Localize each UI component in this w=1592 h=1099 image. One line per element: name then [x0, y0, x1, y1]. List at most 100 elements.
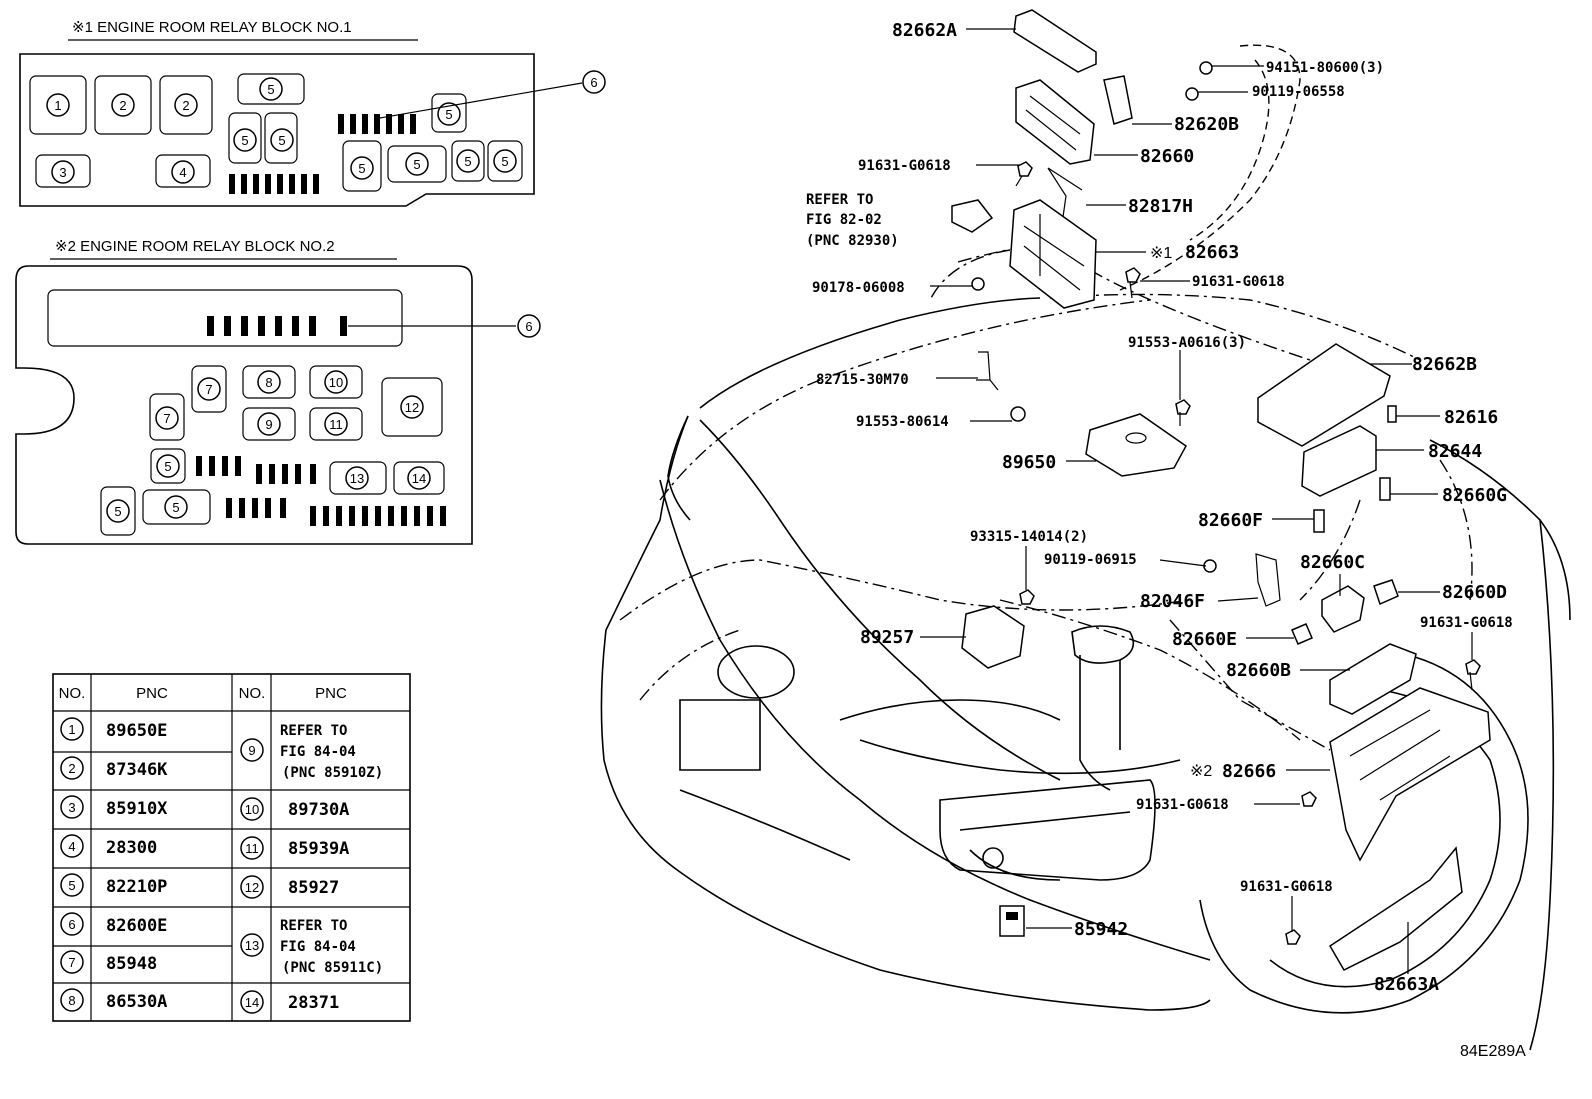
panel2-slot-8: 13	[345, 466, 369, 490]
table-right-no-4-text: 13	[245, 938, 259, 953]
table-left-no-3: 4	[60, 834, 84, 858]
panel1-slot-11-text: 5	[464, 154, 471, 169]
table-left-pnc-3: 28300	[106, 838, 157, 858]
panel1-slot-11: 5	[456, 149, 480, 173]
label-91553-a0616: 91553-A0616(3)	[1128, 335, 1246, 351]
label-91631-g0618-b: 91631-G0618	[1192, 274, 1285, 290]
relay-block-no2: ※2 ENGINE ROOM RELAY BLOCK NO.2	[15, 238, 541, 545]
table-left-no-2: 3	[60, 795, 84, 819]
panel2-slot-5: 11	[324, 412, 348, 436]
label-82660b: 82660B	[1226, 660, 1291, 681]
panel1-slot-9-text: 5	[358, 161, 365, 176]
panel2-slot-3: 7	[155, 406, 179, 430]
panel1-slot-4-text: 4	[179, 165, 186, 180]
table-left-no-6-text: 7	[68, 955, 75, 970]
label-89257: 89257	[860, 627, 914, 648]
label-82666: 82666	[1222, 761, 1276, 782]
label-85942: 85942	[1074, 919, 1128, 940]
panel2-slot-2-text: 10	[329, 375, 343, 390]
table-left-no-7: 8	[60, 988, 84, 1012]
panel1-slot-0-text: 1	[54, 98, 61, 113]
block-82663-sketch	[1009, 199, 1097, 309]
table-right-no-3: 12	[240, 875, 264, 899]
panel2-slots	[100, 365, 445, 536]
label-82660d: 82660D	[1442, 582, 1507, 603]
panel2-title: ※2 ENGINE ROOM RELAY BLOCK NO.2	[55, 238, 335, 255]
panel2-slot-0-text: 7	[205, 382, 212, 397]
label-82616: 82616	[1444, 407, 1498, 428]
label-82715-30m70: 82715-30M70	[816, 372, 909, 388]
table-left-pnc-2: 85910X	[106, 799, 168, 819]
panel2-slot-1-text: 8	[265, 375, 272, 390]
panel1-slot-7-text: 5	[278, 133, 285, 148]
label-90119-06558: 90119-06558	[1252, 84, 1345, 100]
table-left-no-0: 1	[60, 717, 84, 741]
panel1-slot-10-text: 5	[413, 157, 420, 172]
table-right-no-2: 11	[240, 836, 264, 860]
label-93315-14014: 93315-14014(2)	[970, 529, 1088, 545]
table-right-no-1: 10	[240, 797, 264, 821]
label-82663a: 82663A	[1374, 974, 1439, 995]
panel2-slot-11-text: 5	[172, 500, 179, 515]
table-right-refer-4-1: FIG 84-04	[280, 939, 356, 955]
panel1-slot-7: 5	[270, 128, 294, 152]
refer-line-3: (PNC 82930)	[806, 233, 899, 249]
label-82662a: 82662A	[892, 20, 957, 41]
cover-82662a-sketch	[1013, 9, 1097, 73]
table-right-refer-4-0: REFER TO	[280, 918, 347, 934]
table-header-no-left: NO.	[59, 685, 86, 702]
table-right-pnc-2: 85939A	[288, 839, 349, 859]
label-82660e: 82660E	[1172, 629, 1237, 650]
mark-2: ※2	[1190, 763, 1212, 780]
panel2-slot-8-text: 13	[350, 471, 364, 486]
panel1-callout-circle	[582, 70, 606, 94]
relay-block-no2-outline	[15, 265, 473, 545]
panel1-slot-0: 1	[46, 93, 70, 117]
panel1-slots	[29, 73, 523, 194]
table-right-refer-4-2: (PNC 85911C)	[282, 960, 383, 976]
panel1-slot-6-text: 5	[241, 133, 248, 148]
table-left-pnc-0: 89650E	[106, 721, 167, 741]
panel1-slot-8: 5	[437, 102, 461, 126]
table-right-pnc-3: 85927	[288, 878, 339, 898]
table-left-no-0-text: 1	[68, 722, 75, 737]
table-right-no-2-text: 11	[245, 841, 259, 856]
panel2-callout: 6	[525, 319, 532, 334]
panel1-slot-5: 5	[259, 77, 283, 101]
block-82666-sketch	[1329, 687, 1491, 862]
ecu-89650-sketch	[1085, 413, 1187, 477]
component-85942-sketch	[999, 905, 1025, 937]
panel1-slot-5-text: 5	[267, 82, 274, 97]
label-82620b: 82620B	[1174, 114, 1239, 135]
table-left-pnc-1: 87346K	[106, 760, 168, 780]
panel2-callout-circle	[517, 314, 541, 338]
connector-89257-sketch	[961, 605, 1025, 669]
label-90119-06915: 90119-06915	[1044, 552, 1137, 568]
panel2-slot-1: 8	[257, 370, 281, 394]
table-left-no-6: 7	[60, 950, 84, 974]
panel1-title: ※1 ENGINE ROOM RELAY BLOCK NO.1	[72, 19, 352, 36]
panel2-slot-11: 5	[164, 495, 188, 519]
table-left-no-3-text: 4	[68, 839, 75, 854]
panel2-slot-7-text: 5	[164, 459, 171, 474]
label-82046f: 82046F	[1140, 591, 1205, 612]
refer-line-1: REFER TO	[806, 192, 873, 208]
table-right-pnc-1: 89730A	[288, 800, 349, 820]
vehicle-outline	[600, 44, 1571, 1051]
part-labels: 82662A 94151-80600(3) 90119-06558 82620B…	[806, 20, 1526, 1060]
panel2-slot-10: 5	[106, 499, 130, 523]
panel2-slot-7: 5	[156, 454, 180, 478]
label-91631-g0618-c: 91631-G0618	[1420, 615, 1513, 631]
label-82817h: 82817H	[1128, 196, 1193, 217]
leader-lines	[920, 28, 1473, 974]
panel1-slot-6: 5	[233, 128, 257, 152]
table-right-no-3-text: 12	[245, 880, 259, 895]
mark-1: ※1	[1150, 245, 1172, 262]
panel1-slot-4: 4	[171, 160, 195, 184]
table-left-no-1: 2	[60, 756, 84, 780]
table-header-no-right: NO.	[239, 685, 266, 702]
panel2-slot-5-text: 11	[329, 417, 343, 432]
panel1-slot-12-text: 5	[501, 154, 508, 169]
